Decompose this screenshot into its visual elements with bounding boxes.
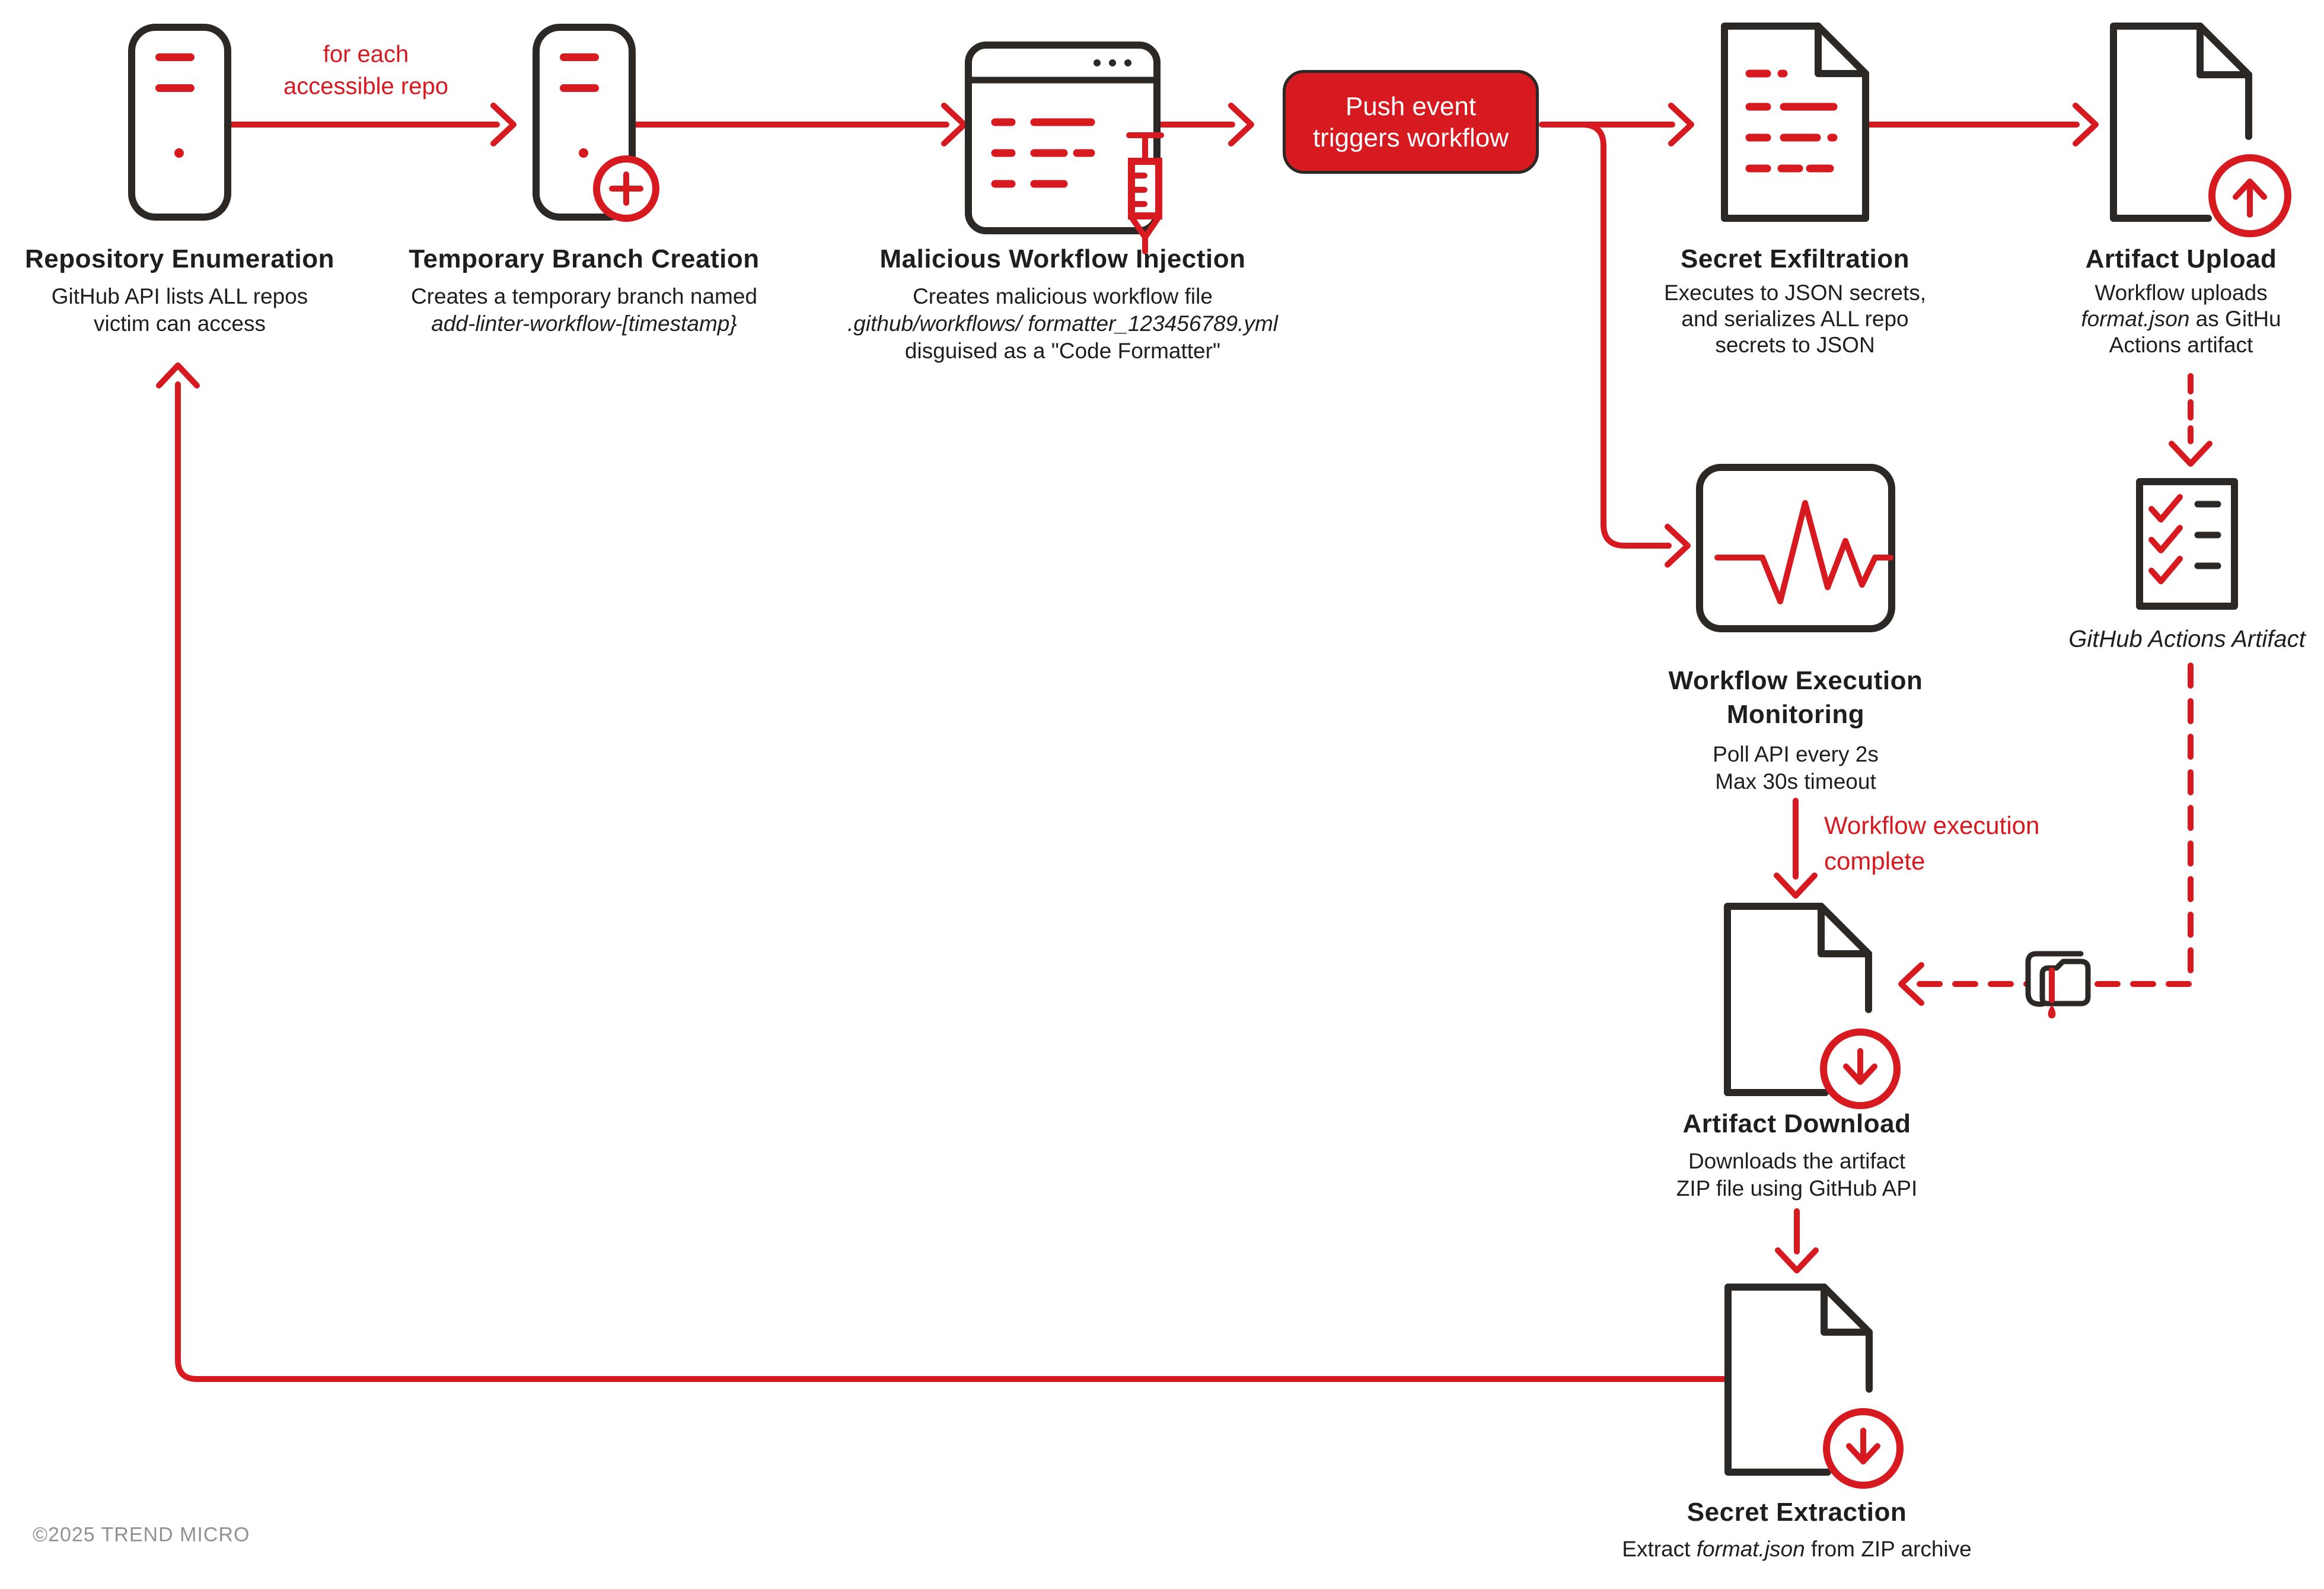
arrow-repo-to-branch — [228, 103, 517, 147]
repository-enumeration-title: Repository Enumeration — [25, 244, 334, 273]
workflow-monitoring-desc: Poll API every 2s — [1713, 742, 1879, 766]
arrow-branch-to-injection — [633, 103, 967, 147]
secret-extraction-title: Secret Extraction — [1687, 1498, 1907, 1527]
repository-enumeration-desc: GitHub API lists ALL repos — [51, 284, 308, 308]
checklist-icon — [2136, 478, 2238, 610]
document-secrets-icon — [1721, 23, 1869, 222]
document-upload-icon — [2110, 23, 2291, 237]
for-each-label-line1: for each — [323, 41, 409, 68]
document-extract-icon — [1724, 1284, 1904, 1489]
repository-enumeration-desc: victim can access — [94, 311, 266, 336]
workflow-complete-label-line2: complete — [1824, 847, 1925, 875]
malicious-workflow-injection-title: Malicious Workflow Injection — [879, 244, 1246, 273]
workflow-monitoring-title: Monitoring — [1726, 700, 1865, 729]
secret-exfiltration-desc: Executes to JSON secrets, — [1663, 281, 1927, 305]
github-actions-artifact-label: GitHub Actions Artifact — [2068, 626, 2306, 652]
artifact-upload-desc: Workflow uploads — [2095, 281, 2268, 305]
artifact-download-title: Artifact Download — [1682, 1109, 1911, 1138]
server-icon — [128, 24, 231, 221]
push-event-badge: Push event triggers workflow — [1283, 70, 1539, 174]
artifact-upload-desc: format.json as GitHu — [2081, 307, 2281, 331]
temporary-branch-creation-desc: Creates a temporary branch named — [410, 284, 758, 308]
secret-exfiltration-title: Secret Exfiltration — [1680, 244, 1910, 273]
workflow-complete-label-line1: Workflow execution — [1824, 811, 2040, 839]
arrow-download-to-extraction — [1775, 1208, 1819, 1273]
document-download-icon — [1724, 903, 1901, 1109]
workflow-monitoring-desc: Max 30s timeout — [1715, 769, 1876, 794]
push-event-line1: Push event — [1345, 91, 1477, 121]
folder-leak-icon — [2025, 951, 2091, 1018]
temporary-branch-creation-title: Temporary Branch Creation — [409, 244, 760, 273]
feedback-arrow-extraction-to-enumeration — [156, 362, 1731, 1382]
dashed-arrow-upload-to-artifact — [2169, 373, 2213, 467]
artifact-download-desc: ZIP file using GitHub API — [1676, 1176, 1918, 1200]
arrow-push-branch-to-monitoring — [1579, 122, 1691, 568]
secret-exfiltration-desc: secrets to JSON — [1715, 333, 1875, 357]
for-each-label-line2: accessible repo — [283, 73, 448, 100]
artifact-upload-title: Artifact Upload — [2085, 244, 2277, 273]
secret-exfiltration-desc: and serializes ALL repo — [1681, 307, 1909, 331]
artifact-download-desc: Downloads the artifact — [1688, 1149, 1906, 1173]
secret-extraction-desc: Extract format.json from ZIP archive — [1622, 1537, 1972, 1561]
push-event-line2: triggers workflow — [1312, 123, 1509, 152]
arrow-push-to-exfiltration — [1539, 103, 1694, 147]
dashed-arrow-artifact-to-download — [1898, 663, 2194, 1006]
malicious-workflow-injection-desc: Creates malicious workflow file — [913, 284, 1213, 308]
monitor-pulse-icon — [1696, 464, 1895, 632]
artifact-upload-desc: Actions artifact — [2109, 333, 2253, 357]
workflow-monitoring-title: Workflow Execution — [1668, 666, 1923, 695]
arrow-exfiltration-to-upload — [1865, 103, 2099, 147]
server-plus-icon — [533, 24, 659, 222]
copyright-notice: ©2025 TREND MICRO — [33, 1523, 250, 1546]
arrow-injection-to-push — [1158, 103, 1254, 147]
browser-window-icon — [965, 42, 1161, 234]
arrow-monitoring-to-download — [1774, 798, 1818, 899]
malicious-workflow-path: .github/workflows/ formatter_123456789.y… — [847, 311, 1278, 336]
temporary-branch-name: add-linter-workflow-[timestamp} — [431, 311, 737, 336]
syringe-icon — [1126, 132, 1164, 254]
malicious-workflow-injection-desc: disguised as a "Code Formatter" — [904, 339, 1221, 363]
